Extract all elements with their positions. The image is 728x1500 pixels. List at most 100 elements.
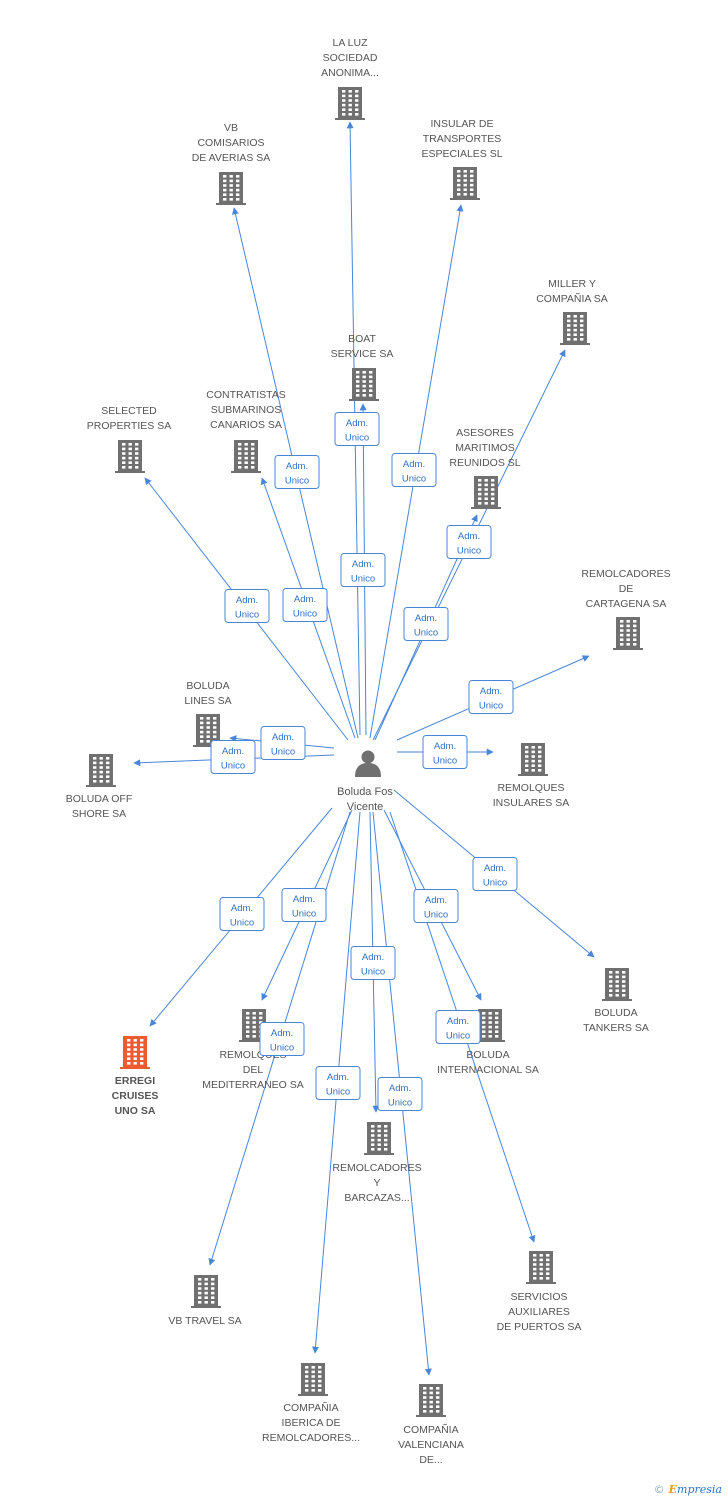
edge-label-text: Adm. xyxy=(458,531,480,542)
company-name-line: BOLUDA xyxy=(594,1007,637,1019)
edge-label-text: Unico xyxy=(285,476,309,487)
company-name-line: UNO SA xyxy=(115,1105,156,1117)
edge-label-text: Unico xyxy=(351,574,375,585)
edge-label-remolques-insulares[interactable]: Adm.Unico xyxy=(422,735,468,769)
edge-label-text: Unico xyxy=(271,747,295,758)
edge-label-text: Adm. xyxy=(415,613,437,624)
building-icon xyxy=(416,1384,446,1417)
edge-label-remolques-mediterraneo[interactable]: Adm. Unico xyxy=(281,888,327,922)
company-name-line: INTERNACIONAL SA xyxy=(437,1064,539,1076)
company-name-line: SELECTED xyxy=(101,405,157,417)
edge-label-text: Unico xyxy=(457,546,481,557)
edge-label-text: Unico xyxy=(388,1098,412,1109)
edge-label-insular-transportes[interactable]: Adm. Unico xyxy=(391,453,437,487)
edge-label-remolcadores-cartagena[interactable]: Adm. Unico xyxy=(468,680,514,714)
company-name-line: REUNIDOS SL xyxy=(449,457,520,469)
edge-label-asesores[interactable]: Adm.Unico xyxy=(403,607,449,641)
edge-label-text: Unico xyxy=(235,610,259,621)
edge-label-text: Unico xyxy=(326,1087,350,1098)
credit: ©Empresia xyxy=(654,1483,722,1496)
edge-label-boluda-lines[interactable]: Adm. Unico xyxy=(260,726,306,760)
edge-label-text: Adm. xyxy=(403,459,425,470)
company-name-line: REMOLQUES xyxy=(497,782,564,794)
edge-label-boluda-internacional[interactable]: Adm.Unico xyxy=(413,889,459,923)
edge-label-la-luz[interactable]: Adm.Unico xyxy=(340,553,386,587)
edge-labels-layer: Adm.UnicoAdm.UnicoAdm.UnicoAdm.UnicoAdm.… xyxy=(210,412,518,1111)
company-name-line: PROPERTIES SA xyxy=(87,420,171,432)
company-name-line: COMPAÑIA xyxy=(403,1423,458,1436)
edge-label-text: Adm. xyxy=(480,686,502,697)
edge-label-text: Unico xyxy=(270,1043,294,1054)
edge-label-text: Unico xyxy=(424,910,448,921)
edge-label-boat-service[interactable]: Adm.Unico xyxy=(334,412,380,446)
company-name-line: VB TRAVEL SA xyxy=(168,1315,241,1327)
edge-label-boluda-tankers[interactable]: Adm.Unico xyxy=(472,857,518,891)
edge-label-compania-valenciana[interactable]: Adm.Unico xyxy=(377,1077,423,1111)
company-name-line: REMOLCADORES xyxy=(581,568,670,580)
edge-label-text: Unico xyxy=(361,967,385,978)
copyright-symbol: © xyxy=(653,1483,665,1496)
edge-label-boluda-offshore[interactable]: Adm.Unico xyxy=(210,740,256,774)
edge-label-text: Unico xyxy=(402,474,426,485)
edge-label-vb-travel[interactable]: Adm. Unico xyxy=(259,1022,305,1056)
center-name-line-2: Vicente xyxy=(347,801,384,813)
company-name-line: ERREGI xyxy=(115,1075,155,1087)
person-icon xyxy=(355,750,381,777)
company-name-line: DE AVERIAS SA xyxy=(192,152,271,164)
center-person[interactable]: Boluda Fos Vicente xyxy=(337,750,393,814)
company-name-line: CONTRATISTAS xyxy=(206,389,286,401)
edge-label-selected[interactable]: Adm.Unico xyxy=(224,589,270,623)
edge-label-remolcadores-barcazas[interactable]: Adm. Unico xyxy=(350,946,396,980)
company-name-line: REMOLCADORES... xyxy=(262,1432,360,1444)
edge-label-miller[interactable]: Adm. Unico xyxy=(446,525,492,559)
building-icon xyxy=(526,1251,556,1284)
edge-label-text: Adm. xyxy=(272,732,294,743)
building-icon xyxy=(115,440,145,473)
edge-label-erregi[interactable]: Adm.Unico xyxy=(219,897,265,931)
company-name-line: BOLUDA xyxy=(186,680,229,692)
company-name-line: COMPAÑIA xyxy=(283,1401,338,1414)
edge-label-text: Unico xyxy=(221,761,245,772)
edge-label-text: Adm. xyxy=(484,863,506,874)
edge-label-text: Adm. xyxy=(271,1028,293,1039)
edge-label-text: Adm. xyxy=(362,952,384,963)
company-name-line: ASESORES xyxy=(456,427,514,439)
edge-label-text: Adm. xyxy=(293,894,315,905)
edge-label-compania-iberica[interactable]: Adm. Unico xyxy=(315,1066,361,1100)
company-node-remolcadores-barcazas[interactable]: REMOLCADORESYBARCAZAS... xyxy=(332,1122,422,1204)
edge-label-text: Adm. xyxy=(447,1016,469,1027)
company-node-vb-travel[interactable]: VB TRAVEL SA xyxy=(168,1275,242,1327)
company-name-line: BOLUDA OFF xyxy=(66,793,133,805)
company-node-la-luz[interactable]: LA LUZSOCIEDADANONIMA... xyxy=(321,37,379,120)
company-node-compania-valenciana[interactable]: COMPAÑIAVALENCIANADE... xyxy=(398,1384,464,1466)
edge-label-text: Unico xyxy=(292,909,316,920)
edge-label-contratistas[interactable]: Adm.Unico xyxy=(282,588,328,622)
building-icon xyxy=(560,312,590,345)
edge-label-vb-comisarios[interactable]: Adm.Unico xyxy=(274,455,320,489)
edge-label-text: Unico xyxy=(345,433,369,444)
edge-label-text: Adm. xyxy=(434,741,456,752)
edge-label-text: Unico xyxy=(479,701,503,712)
building-icon xyxy=(364,1122,394,1155)
edge-label-text: Adm. xyxy=(327,1072,349,1083)
company-name-line: DE PUERTOS SA xyxy=(497,1321,582,1333)
company-node-selected[interactable]: SELECTED PROPERTIES SA xyxy=(87,405,171,473)
edge-label-servicios-auxiliares[interactable]: Adm.Unico xyxy=(435,1010,481,1044)
